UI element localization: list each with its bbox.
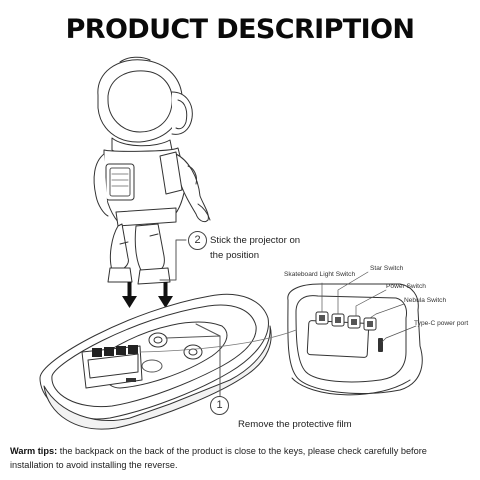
switch-detail-zoom — [287, 283, 423, 396]
callout-nebula-switch: Nebula Switch — [404, 297, 447, 304]
warm-tips: Warm tips: the backpack on the back of t… — [10, 445, 470, 472]
callout-type-c-power-port: Type-C power port — [414, 320, 469, 327]
down-arrow-icon — [122, 282, 137, 308]
step-number-2: 2 — [188, 231, 207, 250]
step-number-1: 1 — [210, 396, 229, 415]
callout-star-switch: Star Switch — [370, 265, 404, 272]
callout-power-switch: Power Switch — [386, 283, 426, 290]
astronaut-figure — [93, 56, 211, 285]
warm-tips-label: Warm tips: — [10, 446, 58, 456]
callout-skateboard-light-switch: Skateboard Light Switch — [284, 271, 356, 278]
step-1-label: Remove the protective film — [238, 419, 352, 430]
down-arrow-icon — [158, 282, 173, 308]
page-title: PRODUCT DESCRIPTION — [65, 14, 415, 45]
warm-tips-text: the backpack on the back of the product … — [10, 446, 427, 470]
step-2-label-line2: the position — [210, 250, 260, 261]
step-2-label-line1: Stick the projector on — [210, 235, 301, 246]
skateboard-base — [39, 293, 272, 430]
